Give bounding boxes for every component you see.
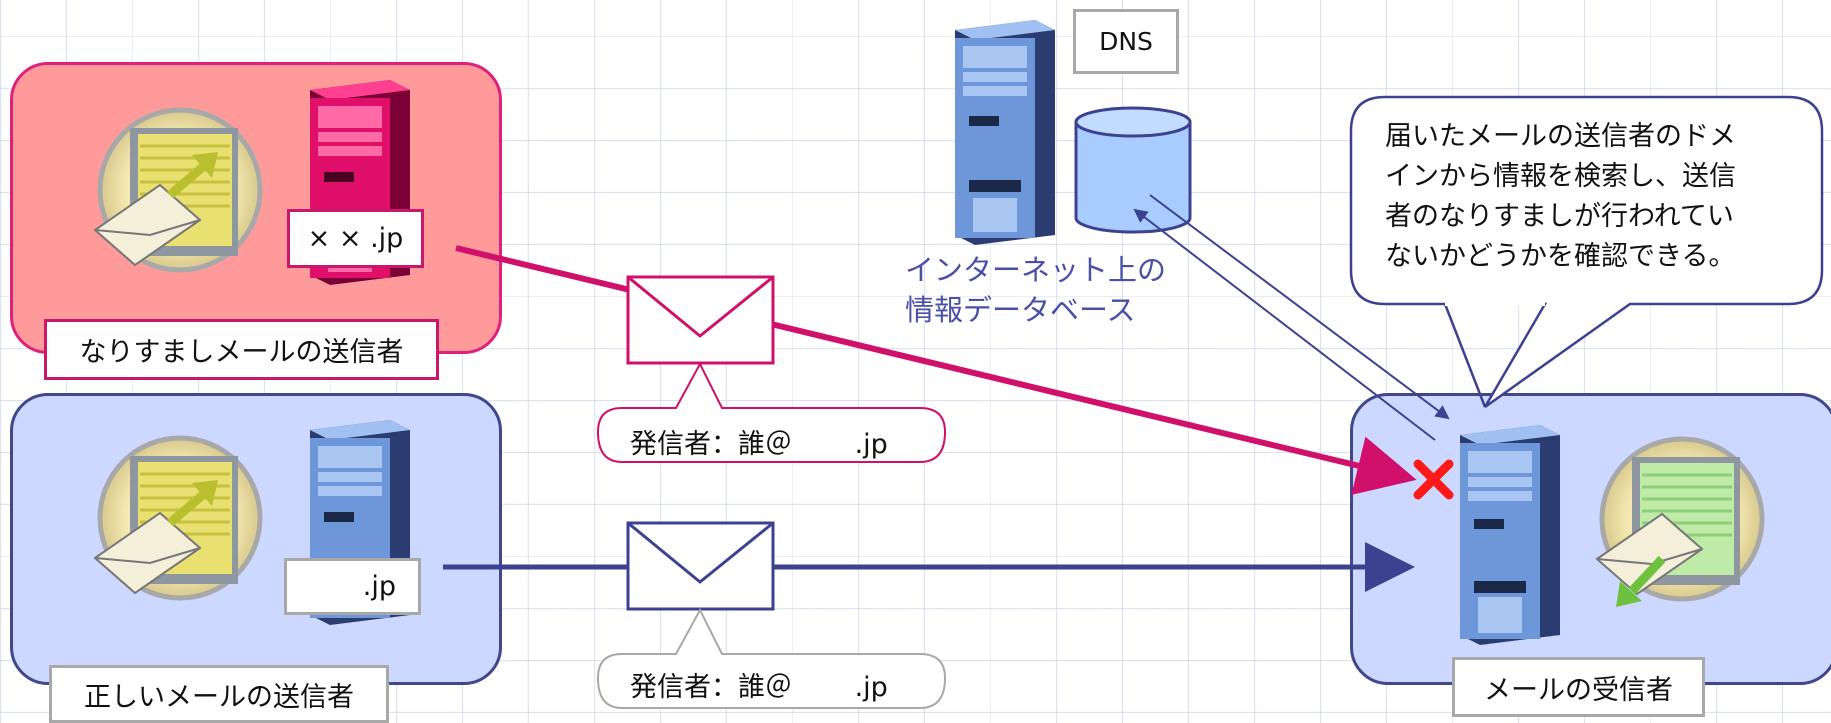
speech-bubble <box>1349 95 1824 409</box>
spoof-mail-arrow <box>455 245 1417 495</box>
server-icon <box>1460 425 1560 645</box>
dns-label: DNS <box>1073 9 1179 74</box>
envelope-icon <box>626 521 775 611</box>
legit-domain-label: .jp <box>284 558 421 615</box>
spoof-domain-label: × × .jp <box>287 209 424 268</box>
query-arrow-up <box>1133 208 1436 441</box>
sender-callout <box>596 361 947 463</box>
reject-x-icon <box>1413 459 1454 500</box>
database-label: インターネット上の 情報データベース <box>905 253 1167 327</box>
receiver-label: メールの受信者 <box>1452 657 1705 717</box>
query-arrow-down <box>1149 194 1450 420</box>
legit-callout-text: 発信者：誰＠ .jp <box>630 672 888 703</box>
spoof-callout-text: 発信者：誰＠ .jp <box>630 429 888 460</box>
envelope-icon <box>626 275 775 365</box>
speech-bubble-text: 届いたメールの送信者のドメ インから情報を検索し、送信 者のなりすましが行われて… <box>1385 121 1736 272</box>
sender-callout <box>596 607 947 709</box>
database-icon <box>1074 106 1192 234</box>
mail-computer-icon <box>93 107 263 273</box>
legit-sender-label: 正しいメールの送信者 <box>49 665 389 723</box>
mail-computer-icon <box>1595 436 1765 607</box>
mail-computer-icon <box>93 435 263 601</box>
dns-server-icon <box>955 20 1055 245</box>
spoof-sender-label: なりすましメールの送信者 <box>44 319 439 380</box>
